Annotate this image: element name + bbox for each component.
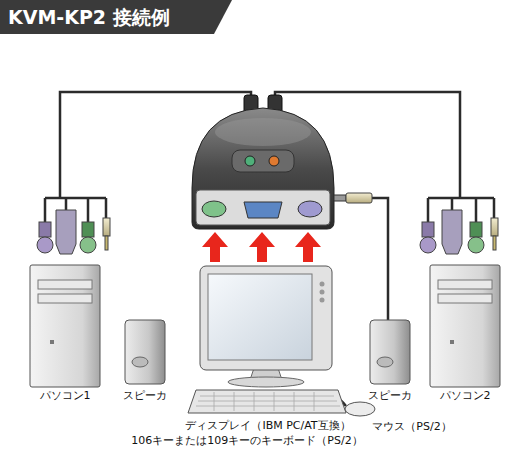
drive-bay <box>38 294 92 303</box>
kvm-front-panel <box>196 190 330 225</box>
device-label: ディスプレイ（IBM PC/AT互換） <box>158 419 378 432</box>
device-caption-box: ディスプレイ（IBM PC/AT互換） <box>158 419 378 432</box>
device-caption-box: スピーカ <box>110 389 180 402</box>
kvm-ps2-port <box>202 201 226 217</box>
drive-bay <box>438 294 492 303</box>
monitor-button <box>320 290 325 295</box>
kvm-button-panel <box>232 150 294 172</box>
mouse <box>345 402 375 416</box>
device-label: スピーカ <box>355 389 425 402</box>
device-caption-box: パソコン1 <box>20 389 110 402</box>
device-label: マウス（PS/2） <box>357 420 467 433</box>
ps2-plug-head <box>420 237 436 253</box>
ps2-plug <box>422 222 434 237</box>
keyboard <box>188 390 346 413</box>
kvm-highlight <box>215 118 311 146</box>
audio-plug <box>346 193 372 203</box>
drive-bay <box>38 280 92 289</box>
title-text: KVM-KP2 接続例 <box>8 5 170 31</box>
audio-plug <box>103 218 110 236</box>
speaker-cone <box>132 357 148 367</box>
device-caption-box: 106キーまたは109キーのキーボード（PS/2） <box>102 434 392 447</box>
title-band <box>0 0 232 34</box>
kvm-button <box>269 156 279 166</box>
keyboard-keys <box>196 392 340 411</box>
monitor-base <box>228 377 304 387</box>
ps2-plug-head <box>80 237 96 253</box>
device-label: 106キーまたは109キーのキーボード（PS/2） <box>102 434 392 447</box>
device-caption-box: パソコン2 <box>425 389 505 402</box>
monitor-button <box>320 298 325 303</box>
monitor-frame <box>200 266 332 370</box>
connection-arrow <box>249 232 275 262</box>
kvm-switch-body <box>192 108 334 229</box>
device-label: スピーカ <box>110 389 180 402</box>
vga-plug <box>56 210 76 254</box>
device-caption-box: スピーカ <box>355 389 425 402</box>
ps2-plug <box>82 222 94 237</box>
power-led <box>450 340 454 344</box>
speaker-cone <box>377 357 393 367</box>
drive-bay <box>438 280 492 289</box>
ps2-plug-head <box>37 237 53 253</box>
kvm-vga-port <box>244 202 282 218</box>
vga-plug <box>442 210 462 254</box>
kvm-ps2-port <box>298 201 322 217</box>
monitor-screen <box>208 274 312 360</box>
connection-arrow <box>202 232 228 262</box>
cable-group <box>45 92 494 406</box>
audio-plug-tip <box>105 236 108 250</box>
ps2-plug <box>39 222 51 237</box>
pc-tower <box>430 265 500 387</box>
ps2-plug-head <box>468 237 484 253</box>
connection-arrow <box>295 232 321 262</box>
ps2-plug <box>470 222 482 237</box>
monitor-button <box>320 282 325 287</box>
kvm-audio-jack <box>334 195 346 201</box>
speaker-cable <box>372 198 388 320</box>
audio-plug-tip <box>493 236 496 250</box>
device-caption-box: マウス（PS/2） <box>357 420 467 433</box>
power-led <box>50 340 54 344</box>
audio-plug <box>491 218 498 236</box>
speaker <box>125 320 165 384</box>
device-label: パソコン2 <box>425 389 505 402</box>
device-label: パソコン1 <box>20 389 110 402</box>
pc-tower <box>30 265 100 387</box>
kvm-button <box>245 156 255 166</box>
speaker <box>370 320 410 384</box>
